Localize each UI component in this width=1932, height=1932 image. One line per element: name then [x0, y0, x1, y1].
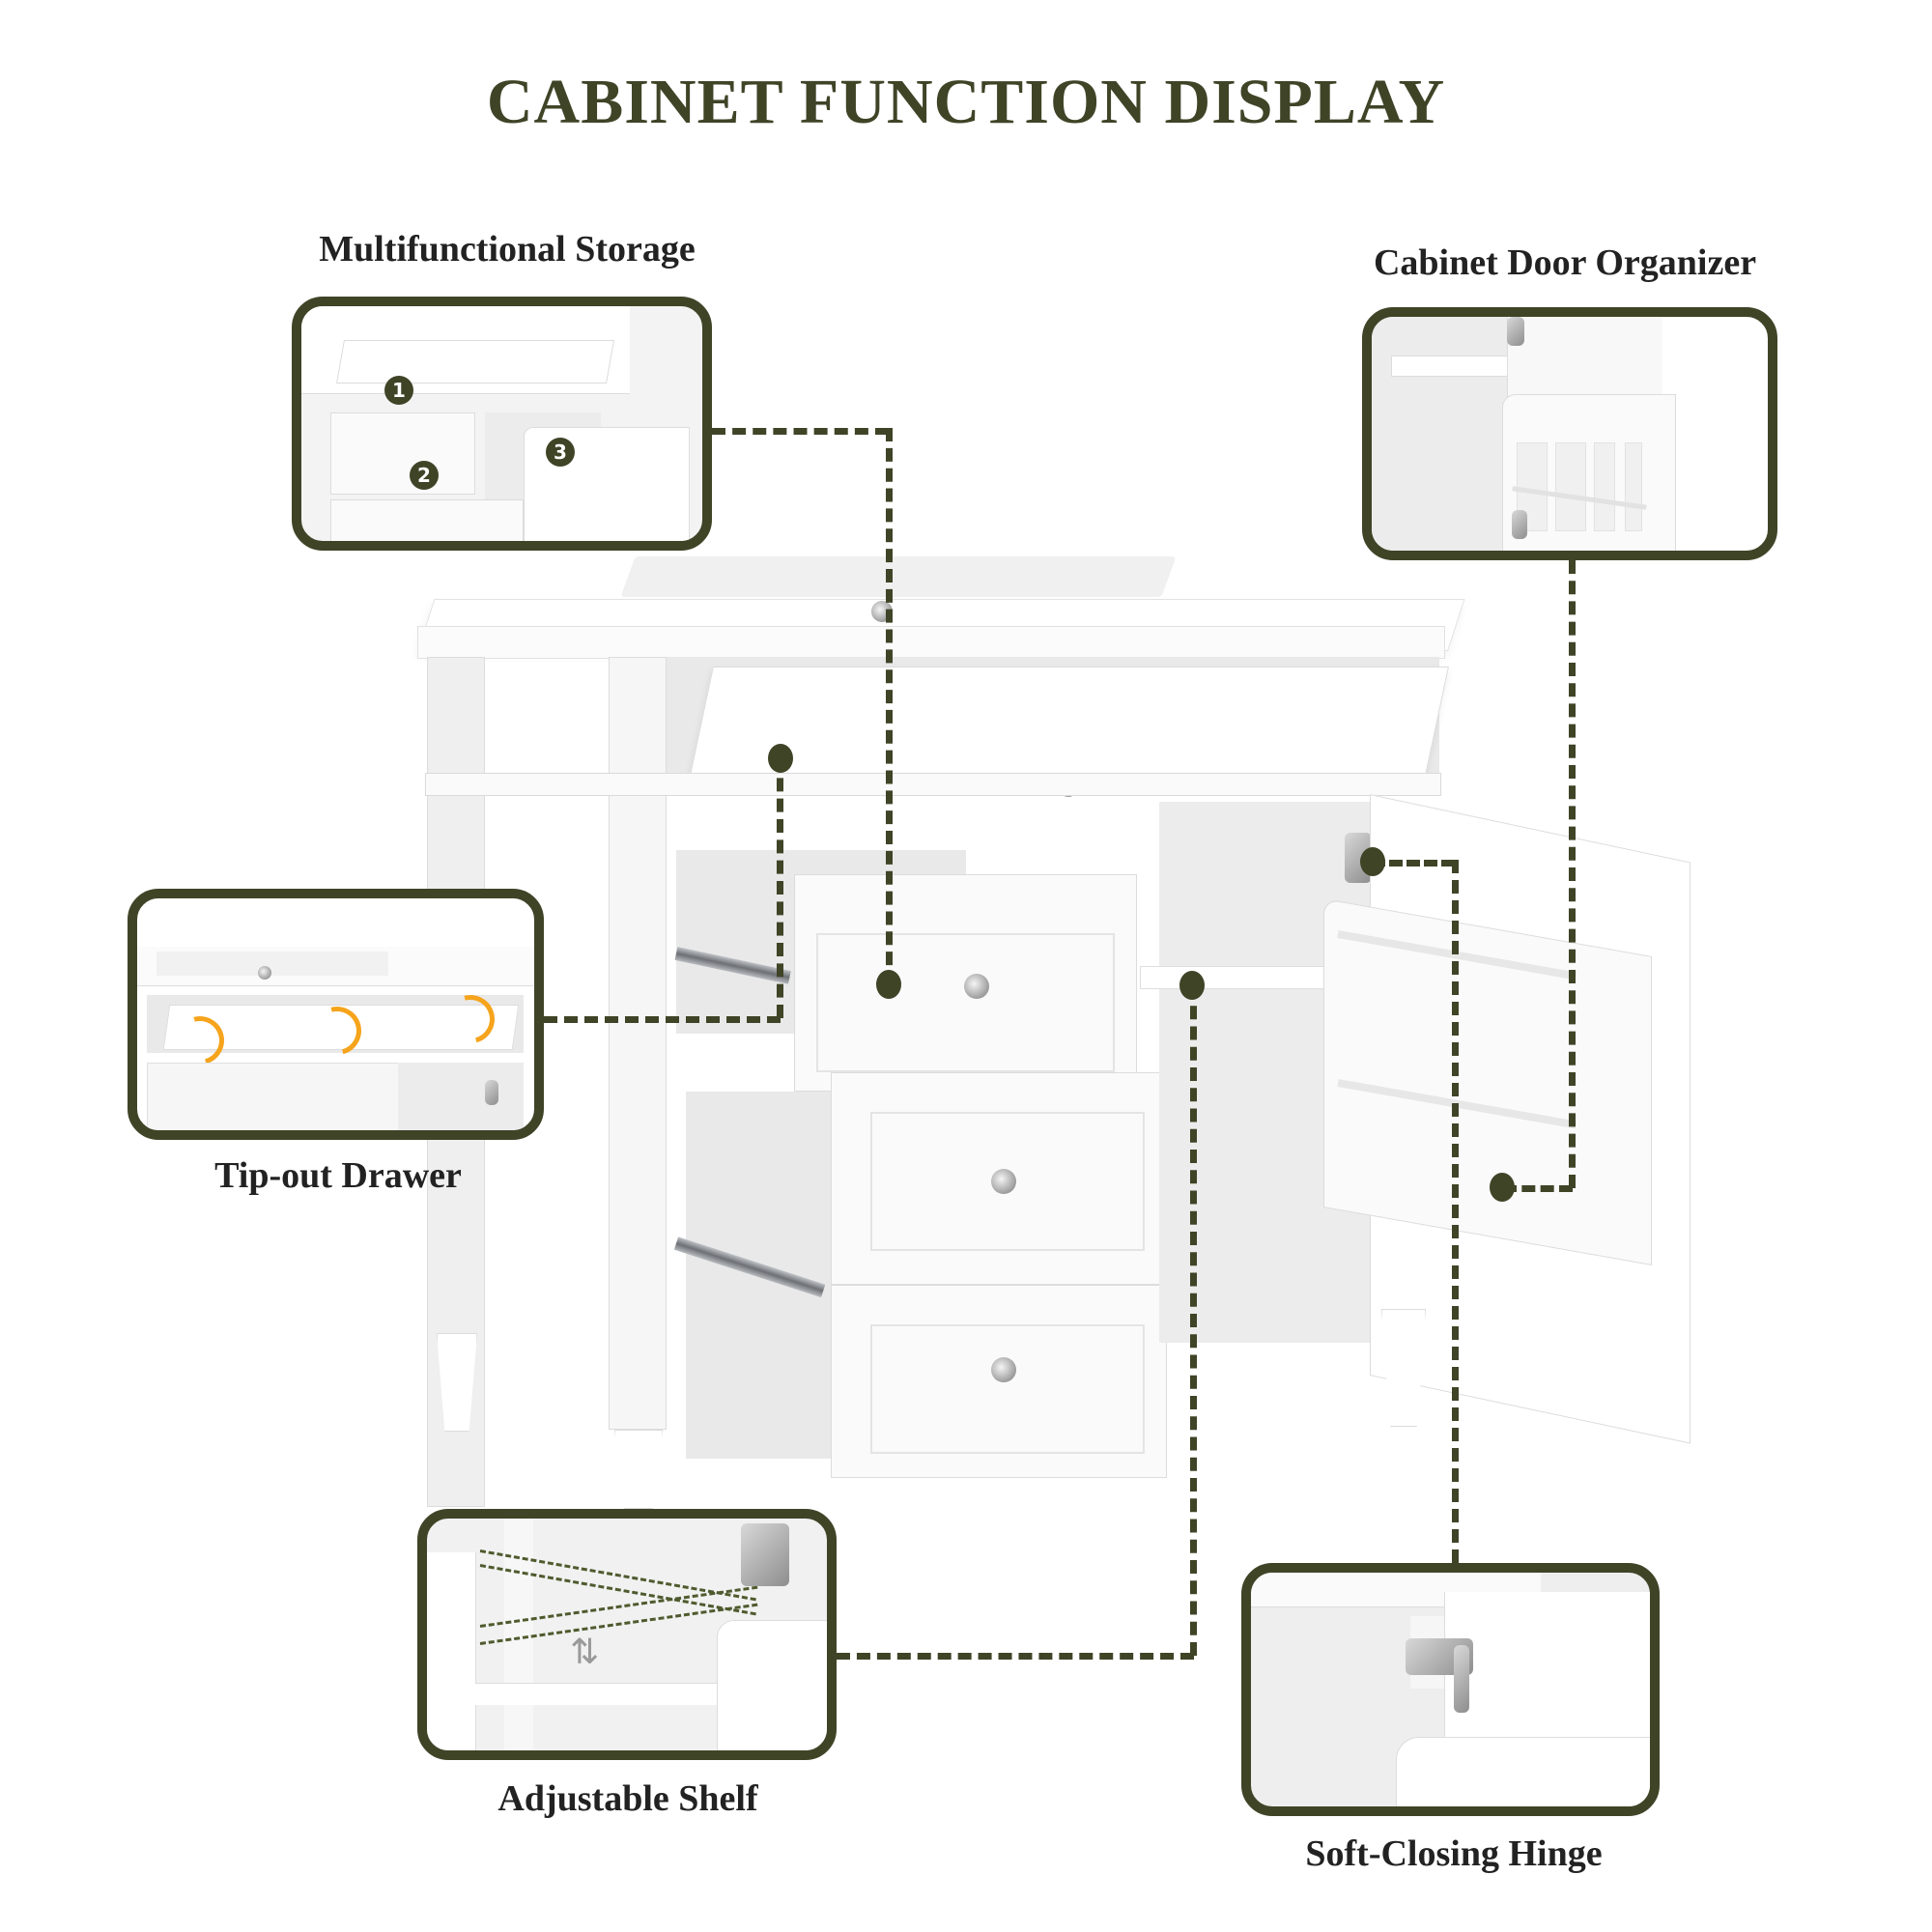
leg-front-right [1381, 1309, 1426, 1427]
connector-storage-h [712, 428, 889, 435]
door-organizer-rack [1323, 898, 1652, 1265]
connector-tipout-v [777, 757, 783, 1018]
interior-shelf [1140, 966, 1335, 989]
connector-organizer-v [1569, 560, 1576, 1188]
lower-drawer-knob-upper [991, 1169, 1016, 1194]
sink-basin [620, 556, 1177, 597]
connector-storage-v [886, 428, 893, 985]
connector-shelf-h [837, 1653, 1194, 1660]
callout-label-storage: Multifunctional Storage [319, 229, 696, 270]
connector-hinge-v [1452, 860, 1459, 1563]
callout-box-storage: 1 2 3 [292, 297, 712, 551]
marker-2: 2 [410, 461, 439, 490]
callout-label-tipout: Tip-out Drawer [214, 1155, 462, 1196]
leg-front-left [614, 1430, 663, 1509]
connector-tipout-h [544, 1016, 781, 1023]
marker-1: 1 [384, 376, 413, 405]
tipout-drawer-front [688, 667, 1449, 784]
callout-box-hinge [1241, 1563, 1660, 1816]
lower-drawer-knob-lower [991, 1357, 1016, 1382]
marker-3: 3 [546, 438, 575, 467]
countertop-front [417, 626, 1445, 659]
marker-dot-hinge [1360, 847, 1385, 876]
connector-organizer-h [1503, 1185, 1573, 1192]
mid-rail [425, 773, 1441, 796]
connector-shelf-v [1190, 985, 1197, 1656]
connector-hinge-h [1372, 860, 1455, 867]
marker-dot-organizer [1490, 1173, 1515, 1202]
callout-box-shelf: ⇅ [417, 1509, 837, 1760]
callout-box-organizer [1362, 307, 1777, 560]
top-drawer-knob [964, 974, 989, 999]
marker-dot-shelf [1179, 971, 1205, 1000]
callout-label-organizer: Cabinet Door Organizer [1373, 242, 1757, 283]
up-down-arrows-icon: ⇅ [570, 1633, 600, 1672]
callout-box-tipout [128, 889, 544, 1140]
callout-label-shelf: Adjustable Shelf [497, 1778, 758, 1819]
callout-label-hinge: Soft-Closing Hinge [1305, 1833, 1603, 1874]
page-title: CABINET FUNCTION DISPLAY [486, 67, 1446, 137]
marker-dot-tipout [768, 744, 793, 773]
marker-dot-storage [876, 970, 901, 999]
